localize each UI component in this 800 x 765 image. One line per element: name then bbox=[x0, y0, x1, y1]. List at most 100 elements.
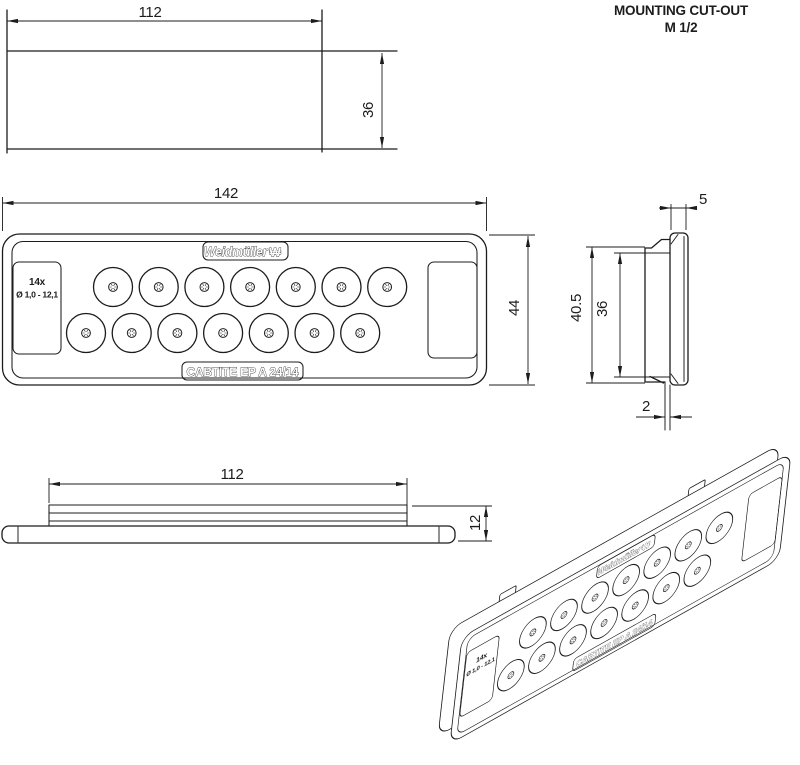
arrowhead-icon bbox=[379, 137, 385, 148]
dim-cutout-width: 112 bbox=[138, 4, 161, 21]
side-frame-details bbox=[670, 234, 685, 384]
view-side-section: 5 40.5 36 2 bbox=[568, 191, 707, 431]
arrowhead-icon bbox=[311, 18, 322, 24]
dim-cutout-height: 36 bbox=[360, 102, 377, 118]
arrowhead-icon bbox=[670, 414, 681, 420]
cable-grommet-icon bbox=[184, 266, 225, 308]
dim-total-depth: 40.5 bbox=[568, 294, 585, 322]
cable-grommet-icon bbox=[643, 546, 672, 579]
product-badge-3d bbox=[572, 614, 657, 671]
cable-grommet-icon bbox=[528, 641, 556, 674]
bottom-frame-ends bbox=[17, 526, 440, 543]
cable-grommet-icon bbox=[92, 266, 134, 308]
side-insert-steps bbox=[644, 252, 671, 378]
brand-badge-3d bbox=[596, 534, 656, 578]
arrowhead-icon bbox=[49, 481, 60, 487]
grommet-field-3d bbox=[497, 511, 734, 692]
cable-grommet-icon bbox=[294, 312, 335, 354]
cable-grommet-icon bbox=[652, 571, 681, 605]
dim-insert-width: 112 bbox=[220, 466, 243, 483]
weidmueller-mark-icon-3d: ₩ bbox=[642, 539, 651, 553]
arrowhead-icon bbox=[525, 373, 531, 384]
bottom-insert-stack bbox=[48, 504, 408, 527]
bottom-frame-bar bbox=[1, 525, 456, 544]
side-foil-edge bbox=[664, 381, 671, 431]
cable-grommet-icon bbox=[621, 589, 649, 622]
product-name-text: CABTITE EP A 24/14 bbox=[187, 365, 300, 379]
arrowhead-icon bbox=[379, 53, 385, 64]
cable-grommet-icon bbox=[340, 312, 381, 354]
arrowhead-icon bbox=[654, 414, 665, 420]
arrowhead-icon bbox=[589, 247, 595, 258]
bottom-dim-lines bbox=[48, 478, 492, 542]
drawing-title: MOUNTING CUT-OUT M 1/2 bbox=[614, 3, 749, 35]
size-label-plate-3d bbox=[459, 635, 500, 717]
dimension-arrowheads bbox=[2, 18, 697, 541]
cable-grommet-icon bbox=[519, 616, 547, 649]
cable-grommet-icon bbox=[138, 266, 179, 308]
arrowhead-icon bbox=[686, 205, 697, 211]
grommet-qty-label: 14x bbox=[29, 277, 46, 288]
cable-grommet-icon bbox=[612, 563, 640, 597]
cable-grommet-icon bbox=[275, 266, 316, 308]
dim-side-thickness: 12 bbox=[467, 515, 484, 531]
cable-grommet-icon bbox=[65, 312, 107, 354]
brand-logo-text: Weidmüller bbox=[204, 245, 269, 259]
view-mounting-cutout: 112 36 bbox=[6, 4, 398, 154]
brand-badge bbox=[202, 241, 289, 261]
plate-outer-frame bbox=[1, 233, 488, 386]
cable-grommet-icon bbox=[674, 529, 703, 562]
cable-grommet-icon bbox=[705, 511, 734, 545]
view-bottom-edge: 112 12 bbox=[1, 466, 492, 544]
title-line2: M 1/2 bbox=[665, 20, 698, 35]
cable-grommet-icon bbox=[321, 266, 362, 308]
view-isometric: 14x Ø 1,0 - 12,1 Weidmüller ₩ CABTITE EP… bbox=[438, 448, 791, 740]
cable-grommet-icon bbox=[157, 312, 198, 354]
arrowhead-icon bbox=[483, 506, 489, 517]
grommet-range-label: Ø 1,0 - 12,1 bbox=[16, 290, 58, 300]
dim-plate-height: 44 bbox=[506, 300, 523, 316]
cable-grommet-icon bbox=[559, 624, 587, 657]
arrowhead-icon bbox=[7, 18, 18, 24]
cable-grommet-icon bbox=[581, 581, 609, 614]
size-label-plate bbox=[12, 261, 62, 355]
cable-grommet-icon bbox=[111, 312, 152, 354]
cutout-dim-lines bbox=[7, 20, 383, 148]
view-front-plate: 14x Ø 1,0 - 12,1 Weidmüller ₩ CABTITE EP… bbox=[1, 233, 488, 386]
cable-grommet-icon bbox=[229, 266, 271, 308]
arrowhead-icon bbox=[617, 253, 623, 264]
arrowhead-icon bbox=[2, 200, 14, 206]
arrowhead-icon bbox=[483, 530, 489, 541]
arrowhead-icon bbox=[475, 200, 487, 206]
view-front-dims: 142 44 bbox=[2, 185, 535, 386]
dim-foil-thickness: 2 bbox=[642, 398, 650, 415]
product-badge bbox=[181, 361, 304, 381]
cutout-outline bbox=[6, 9, 398, 154]
cable-grommet-icon bbox=[367, 266, 408, 308]
dim-plate-width: 142 bbox=[214, 185, 238, 202]
plate-outer-frame-3d bbox=[450, 456, 791, 740]
arrowhead-icon bbox=[660, 205, 671, 211]
title-line1: MOUNTING CUT-OUT bbox=[614, 3, 749, 18]
front-dim-lines bbox=[2, 197, 535, 386]
dim-insert-depth: 36 bbox=[594, 301, 611, 317]
arrowhead-icon bbox=[589, 372, 595, 383]
side-dim-lines bbox=[586, 204, 692, 418]
side-insert-outline bbox=[644, 238, 671, 384]
arrowhead-icon bbox=[525, 236, 531, 247]
grommet-field bbox=[65, 266, 408, 354]
cable-grommet-icon bbox=[550, 598, 578, 632]
blank-label-plate-3d bbox=[741, 477, 783, 562]
blank-label-plate bbox=[427, 261, 478, 359]
weidmueller-mark-icon: ₩ bbox=[270, 246, 282, 260]
arrowhead-icon bbox=[396, 481, 407, 487]
dim-frame-depth: 5 bbox=[699, 191, 707, 208]
cable-grommet-icon bbox=[683, 554, 712, 587]
arrowhead-icon bbox=[617, 366, 623, 377]
cable-grommet-icon bbox=[202, 312, 244, 354]
cable-grommet-icon bbox=[248, 312, 289, 354]
side-frame-outline bbox=[669, 232, 689, 386]
cable-grommet-icon bbox=[590, 606, 618, 640]
